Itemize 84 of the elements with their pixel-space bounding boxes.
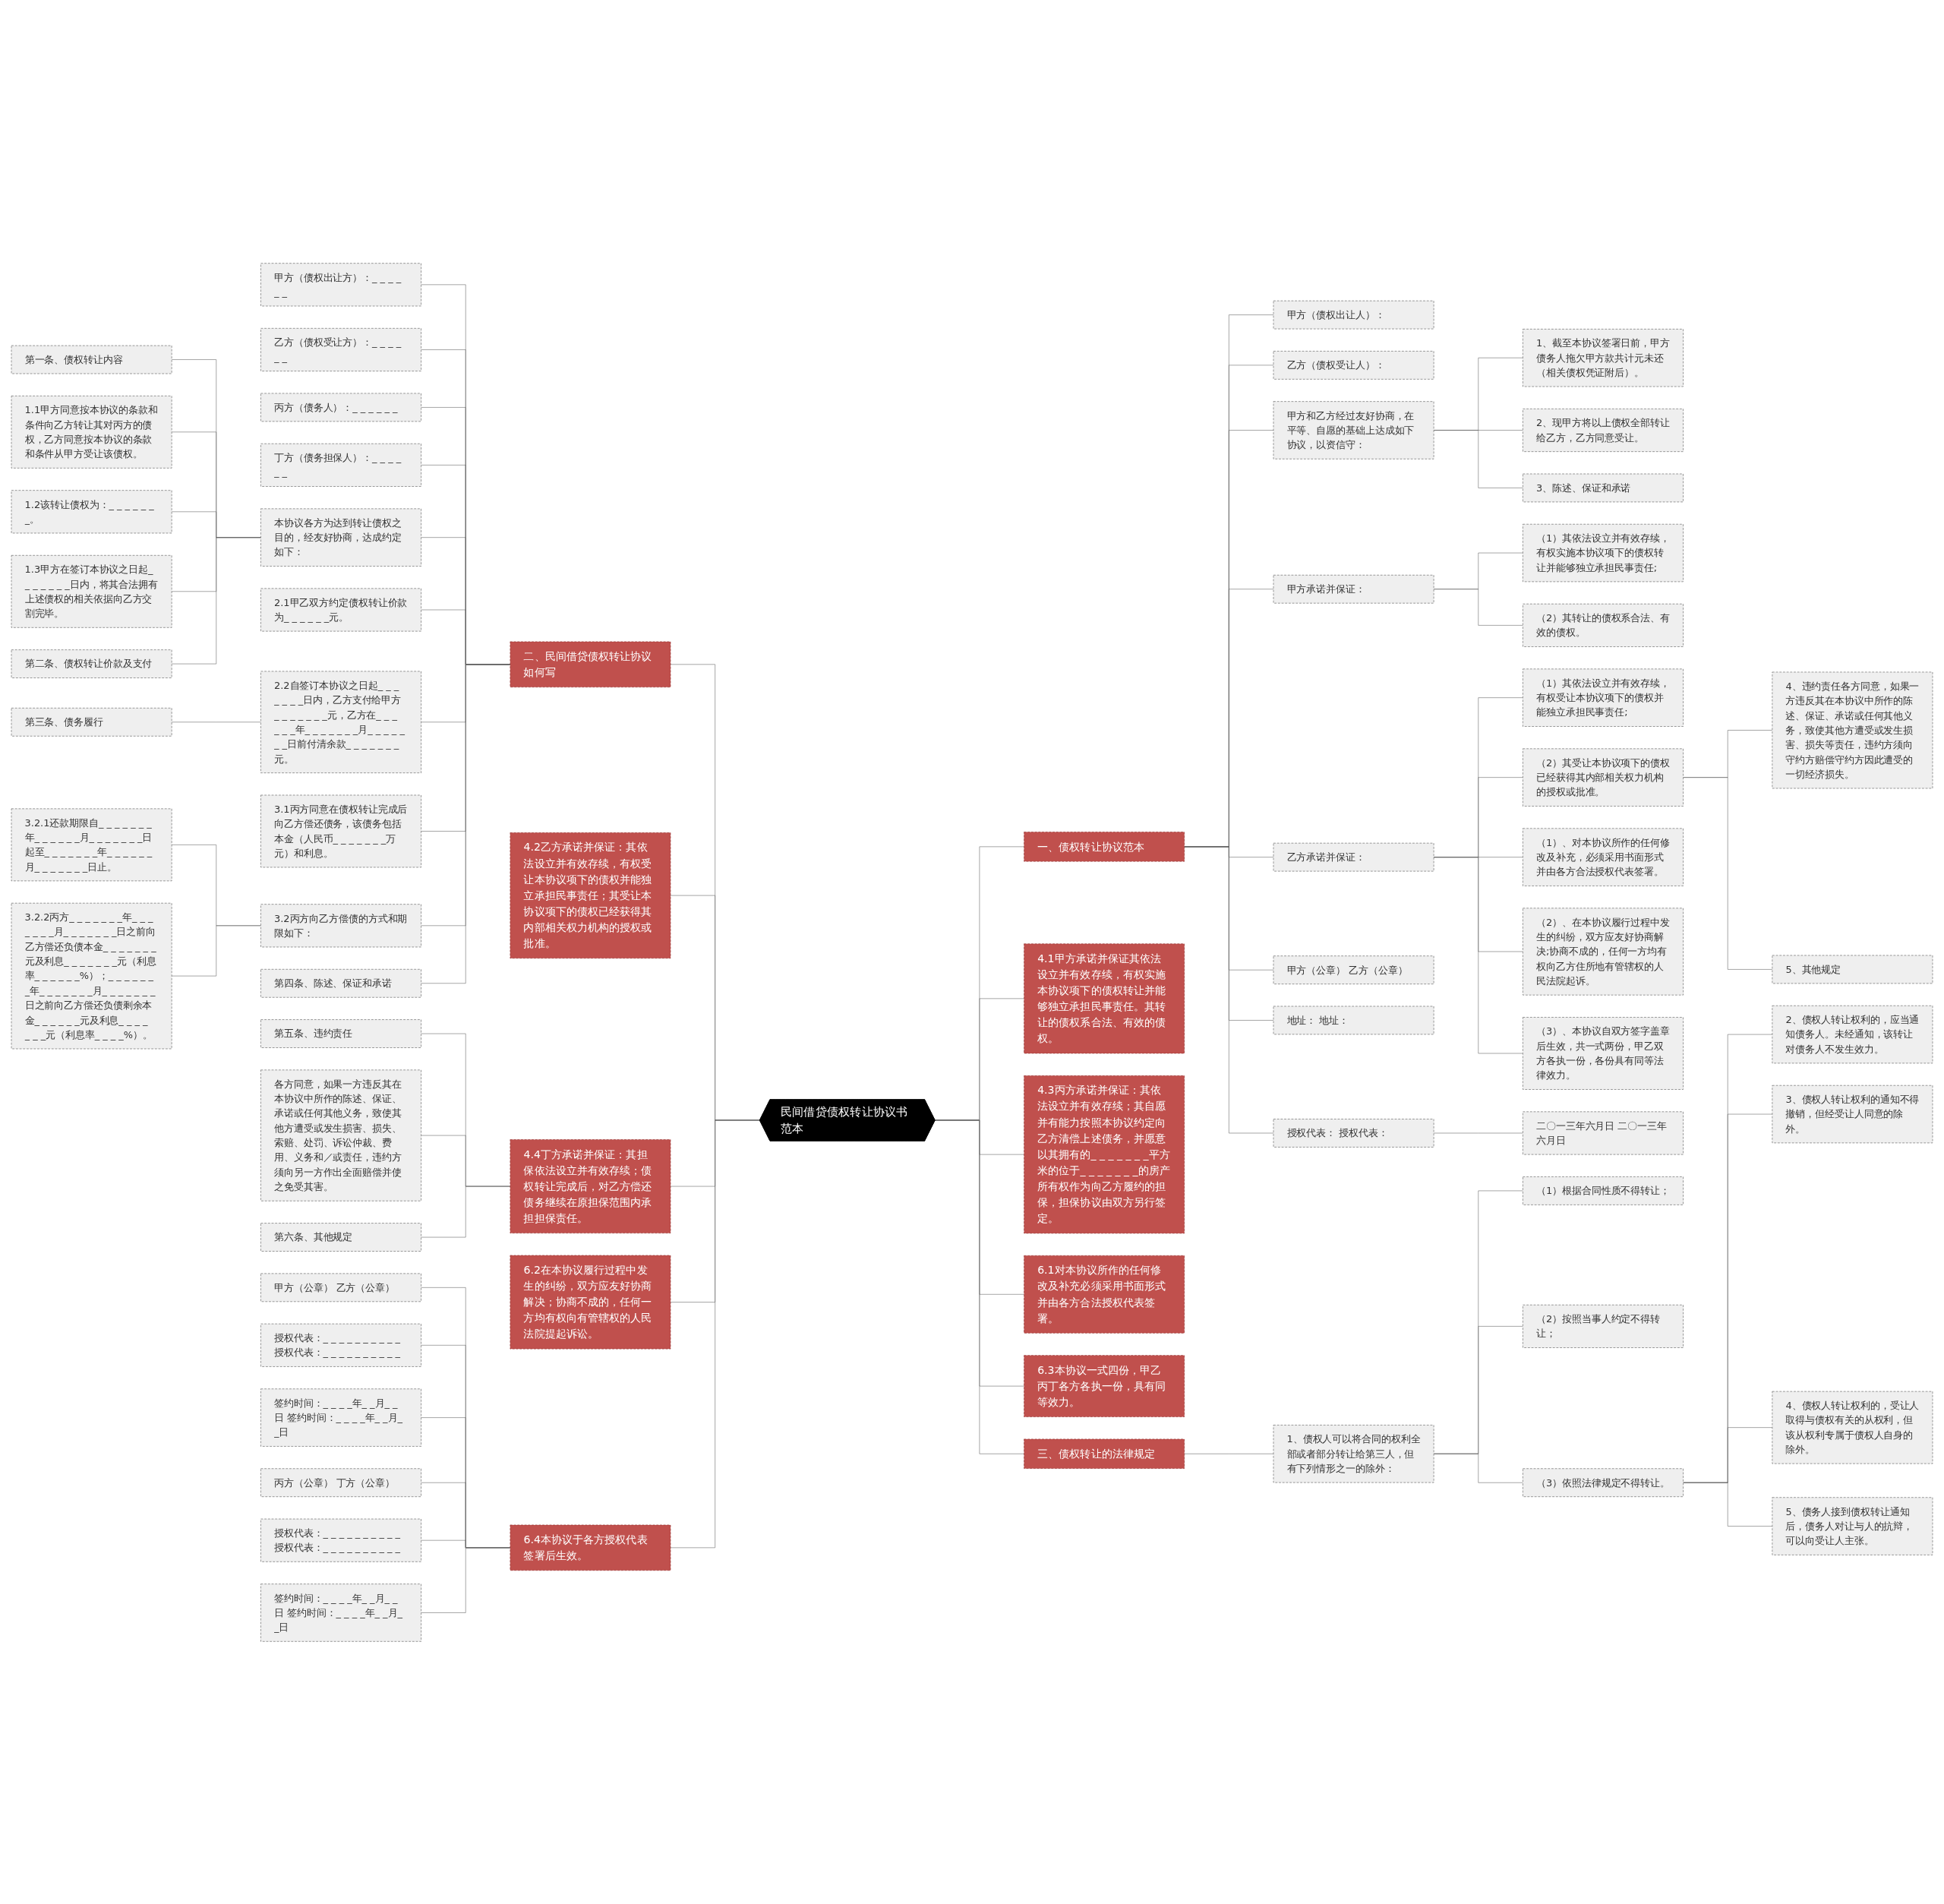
- connector: [421, 1547, 511, 1613]
- node-box: 3.2丙方向乙方偿债的方式和期限如下：: [260, 903, 421, 947]
- node-box: （3）依照法律规定不得转让。: [1523, 1467, 1684, 1497]
- node-box: 二〇一三年六月日 二〇一三年六月日: [1523, 1111, 1684, 1154]
- node-box: 本协议各方为达到转让债权之目的，经友好协商，达成约定如下：: [260, 508, 421, 567]
- connector: [171, 721, 261, 722]
- node-box: （2）、在本协议履行过程中发生的纠纷，双方应友好协商解决;协商不成的，任何一方均有权向乙方住所地有管辖权的人民法院起诉。: [1523, 908, 1684, 995]
- connector: [1433, 1132, 1523, 1133]
- node-box: （1）根据合同性质不得转让；: [1523, 1176, 1684, 1205]
- node-box: 4、债权人转让权利的，受让人取得与债权有关的从权利，但该从权利专属于债权人自身的除外。: [1772, 1391, 1933, 1464]
- node-box: 地址： 地址：: [1273, 1006, 1434, 1034]
- node-box: 3、债权人转让权利的通知不得撤销，但经受让人同意的除外。: [1772, 1085, 1933, 1143]
- node-box: 4.4丁方承诺并保证：其担保依法设立并有效存续；债权转让完成后，对乙方偿还债务继续在原担保范围内承担担保责任。: [510, 1138, 671, 1233]
- node-box: 第五条、违约责任: [260, 1018, 421, 1048]
- node-box: 1.1甲方同意按本协议的条款和条件向乙方转让其对丙方的债权，乙方同意按本协议的条款和条件从甲方受让该债权。: [11, 395, 172, 469]
- node-box: 4.1甲方承诺并保证其依法设立并有效存续，有权实施本协议项下的债权转让并能够独立承担民事责任。其转让的债权系合法、有效的债权。: [1024, 943, 1185, 1053]
- node-box: 一、债权转让协议范本: [1024, 831, 1185, 861]
- node-box: 第二条、债权转让价款及支付: [11, 649, 172, 678]
- node-box: 各方同意，如果一方违反其在本协议中所作的陈述、保证、承诺或任何其他义务，致使其他方遭受或发生损害、损失、索赔、处罚、诉讼仲裁、费用、义务和／或责任，违约方须向另一方作出全面赔偿并使之免受其害。: [260, 1069, 421, 1201]
- node-box: （2）其转让的债权系合法、有效的债权。: [1523, 603, 1684, 647]
- connector: [1433, 588, 1523, 626]
- node-box: 3.2.2丙方_ _ _ _ _ _ _年_ _ _ _ _ _ _月_ _ _ _ _ _ _日之前向乙方偿还负债本金_ _ _ _ _ _ _元及利息_ _ _ _ _ _ _元（利息率_ _ _ _ _ _%）；_ _ _ _ _ _ _年_ _ _ _ _ _ _月_ _ _ _ _ _ _日之前向乙方偿还负债剩余本金_ _ _ _ _ _元及利息_ _ _ _ _ _ _元（利息率_ _ _ _%）。: [11, 902, 172, 1049]
- connector: [171, 925, 261, 976]
- node-box: 授权代表：_ _ _ _ _ _ _ _ _ _ 授权代表：_ _ _ _ _ _ _ _ _ _: [260, 1518, 421, 1562]
- node-box: 1、截至本协议签署日前，甲方债务人拖欠甲方款共计元未还（相关债权凭证附后）。: [1523, 328, 1684, 387]
- node-box: 6.3本协议一式四份，甲乙丙丁各方各执一份，具有同等效力。: [1024, 1354, 1185, 1417]
- node-box: 甲方（债权出让人）：: [1273, 300, 1434, 329]
- node-box: （2）按照当事人约定不得转让；: [1523, 1304, 1684, 1348]
- node-box: 第六条、其他规定: [260, 1222, 421, 1252]
- node-box: 第四条、陈述、保证和承诺: [260, 968, 421, 998]
- node-box: 6.2在本协议履行过程中发生的纠纷，双方应友好协商解决；协商不成的，任何一方均有权向有管辖权的人民法院提起诉讼。: [510, 1255, 671, 1349]
- node-box: （1）其依法设立并有效存续，有权实施本协议项下的债权转让并能够独立承担民事责任;: [1523, 523, 1684, 582]
- node-box: 第三条、债务履行: [11, 707, 172, 737]
- node-box: 三、债权转让的法律规定: [1024, 1438, 1185, 1469]
- connector: [1433, 1453, 1523, 1482]
- node-box: 签约时间：_ _ _ _年_ _月_ _日 签约时间：_ _ _ _年_ _月_ _日: [260, 1388, 421, 1447]
- connector: [1683, 1482, 1773, 1527]
- connector: [670, 1119, 760, 1548]
- node-box: 1.2该转让债权为：_ _ _ _ _ _ _。: [11, 489, 172, 533]
- node-box: 甲方（公章） 乙方（公章）: [1273, 955, 1434, 984]
- node-box: 授权代表： 授权代表：: [1273, 1118, 1434, 1148]
- node-box: 5、债务人接到债权转让通知后，债务人对让与人的抗辩，可以向受让人主张。: [1772, 1496, 1933, 1555]
- node-box: 3.2.1还款期限自_ _ _ _ _ _ _年_ _ _ _ _ _月_ _ _ _ _ _ _日起至_ _ _ _ _ _ _年_ _ _ _ _ _月_ _ _ _ _ _ _日止。: [11, 808, 172, 881]
- node-box: 甲方和乙方经过友好协商，在平等、自愿的基础上达成如下协议，以资信守：: [1273, 400, 1434, 459]
- node-box: 第一条、债权转让内容: [11, 345, 172, 374]
- connector: [1184, 1453, 1274, 1454]
- node-box: 3.1丙方同意在债权转让完成后向乙方偿还债务，该债务包括本金（人民币_ _ _ _ _ _ _万元）和利息。: [260, 794, 421, 867]
- connector: [934, 1119, 1024, 1454]
- node-box: 甲方承诺并保证：: [1273, 574, 1434, 603]
- node-box: 6.4本协议于各方授权代表签署后生效。: [510, 1524, 671, 1571]
- node-box: 乙方承诺并保证：: [1273, 842, 1434, 871]
- node-box: 丙方（公章） 丁方（公章）: [260, 1467, 421, 1497]
- node-box: 2.1甲乙双方约定债权转让价款为_ _ _ _ _ _元。: [260, 588, 421, 631]
- connector: [421, 1186, 511, 1237]
- connector: [421, 664, 511, 984]
- connector: [1433, 429, 1523, 488]
- node-box: （1）其依法设立并有效存续，有权受让本协议项下的债权并能独立承担民事责任;: [1523, 668, 1684, 727]
- node-box: 2、债权人转让权利的，应当通知债务人。未经通知，该转让对债务人不发生效力。: [1772, 1005, 1933, 1063]
- connector: [171, 536, 261, 664]
- node-box: 丁方（债务担保人）：_ _ _ _ _ _: [260, 443, 421, 487]
- node-box: 签约时间：_ _ _ _年_ _月_ _日 签约时间：_ _ _ _年_ _月_ _日: [260, 1583, 421, 1642]
- node-box: （2）其受让本协议项下的债权已经获得其内部相关权力机构的授权或批准。: [1523, 748, 1684, 807]
- node-box: 授权代表：_ _ _ _ _ _ _ _ _ _ 授权代表：_ _ _ _ _ _ _ _ _ _: [260, 1323, 421, 1367]
- node-box: 甲方（公章） 乙方（公章）: [260, 1273, 421, 1302]
- node-box: 2.2自签订本协议之日起_ _ _ _ _ _ _日内，乙方支付给甲方_ _ _ _ _ _ _元，乙方在_ _ _ _ _ _年_ _ _ _ _ _ _月_ _ _ _ _ _ _日前付清余款_ _ _ _ _ _ _元。: [260, 671, 421, 773]
- node-box: 乙方（债权受让人）：: [1273, 350, 1434, 380]
- node-box: 乙方（债权受让方）：_ _ _ _ _ _: [260, 327, 421, 371]
- connector: [1184, 846, 1274, 1133]
- node-box: 1.3甲方在签订本协议之日起_ _ _ _ _ _ _日内，将其合法拥有上述债权的相关依据向乙方交割完毕。: [11, 554, 172, 628]
- node-box: 二、民间借贷债权转让协议如何写: [510, 641, 671, 687]
- connector: [1433, 856, 1523, 1053]
- node-box: 4、违约责任各方同意，如果一方违反其在本协议中所作的陈述、保证、承诺或任何其他义务，致使其他方遭受或发生损害、损失等责任，违约方须向守约方赔偿守约方因此遭受的一切经济损失。: [1772, 671, 1933, 788]
- node-box: 5、其他规定: [1772, 955, 1933, 984]
- node-box: （3）、本协议自双方签字盖章后生效，共一式两份，甲乙双方各执一份，各份具有同等法律效力。: [1523, 1016, 1684, 1090]
- node-box: 2、现甲方将以上债权全部转让给乙方，乙方同意受让。: [1523, 408, 1684, 452]
- node-box: 丙方（债务人）：_ _ _ _ _ _: [260, 393, 421, 422]
- node-box: 4.2乙方承诺并保证：其依法设立并有效存续，有权受让本协议项下的债权并能独立承担民事责任；其受让本协议项下的债权已经获得其内部相关权力机构的授权或批准。: [510, 832, 671, 958]
- node-box: 1、债权人可以将合同的权利全部或者部分转让给第三人，但有下列情形之一的除外：: [1273, 1424, 1434, 1482]
- node-box: 6.1对本协议所作的任何修改及补充必须采用书面形式并由各方合法授权代表签署。: [1024, 1255, 1185, 1334]
- node-box: （1）、对本协议所作的任何修改及补充，必须采用书面形式并由各方合法授权代表签署。: [1523, 828, 1684, 886]
- connector: [1683, 776, 1773, 970]
- node-box: 4.3丙方承诺并保证：其依法设立并有效存续；其自愿并有能力按照本协议约定向乙方清偿上述债务，并愿意以其拥有的_ _ _ _ _ _ _平方米的位于_ _ _ _ _ _ _的房产所有权作为向乙方履约的担保，担保协议由双方另行签定。: [1024, 1075, 1185, 1233]
- node-box: 甲方（债权出让方）：_ _ _ _ _ _: [260, 262, 421, 306]
- node-box: 3、陈述、保证和承诺: [1523, 473, 1684, 502]
